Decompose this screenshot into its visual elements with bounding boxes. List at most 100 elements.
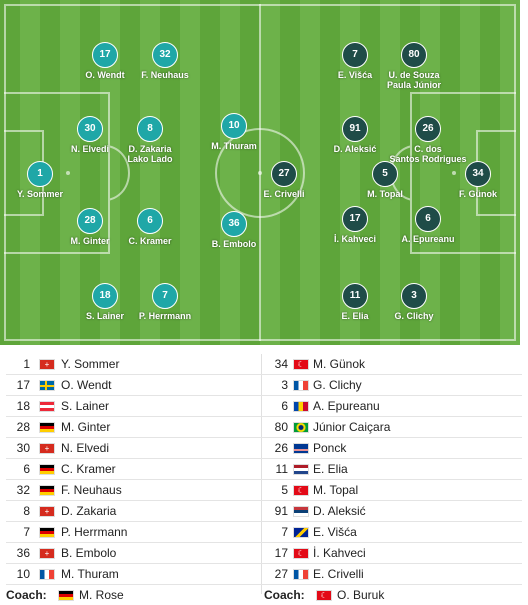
pitch-player[interactable]: 91 D. Aleksić (300, 116, 410, 154)
player-number: 91 (274, 504, 288, 518)
lineup-row[interactable]: 30+N. Elvedi (6, 438, 264, 459)
austria-flag-icon (39, 401, 55, 412)
player-name: D. Zakaria (61, 504, 117, 518)
pitch-player[interactable]: 80 U. de Souza Paula Júnior (359, 42, 469, 90)
sweden-flag-icon (39, 380, 55, 391)
pitch-player[interactable]: 34 F. Günok (423, 161, 520, 199)
player-number: 7 (281, 525, 288, 539)
pitch-player[interactable]: 6 C. Kramer (95, 208, 205, 246)
player-name: N. Elvedi (70, 144, 109, 154)
pitch-player[interactable]: 11 E. Elia (300, 283, 410, 321)
player-name: D. Aleksić (333, 144, 377, 154)
player-number-badge: 30 (77, 116, 103, 142)
player-name: C. dos Santos Rodrigues (389, 144, 467, 164)
serbia-flag-icon (293, 506, 309, 517)
turkey-flag-icon: ☾ (293, 485, 309, 496)
player-name: D. Aleksić (313, 504, 366, 518)
pitch-player[interactable]: 3 G. Clichy (359, 283, 469, 321)
player-number: 1 (23, 357, 30, 371)
player-name: E. Višća (313, 525, 357, 539)
pitch-player[interactable]: 17 İ. Kahveci (300, 206, 410, 244)
coach-name: M. Rose (79, 588, 124, 602)
pitch-player[interactable]: 28 M. Ginter (35, 208, 145, 246)
lineup-row[interactable]: 1+Y. Sommer (6, 354, 264, 375)
pitch-player[interactable]: 30 N. Elvedi (35, 116, 145, 154)
france-flag-icon (293, 380, 309, 391)
player-name: F. Neuhaus (141, 70, 189, 80)
player-number-badge: 7 (152, 283, 178, 309)
player-name: S. Lainer (61, 399, 110, 413)
lineup-row[interactable]: 17☾İ. Kahveci (264, 543, 522, 564)
player-number: 17 (274, 546, 288, 560)
netherlands-flag-icon (293, 464, 309, 475)
center-spot (258, 171, 262, 175)
pitch-player[interactable]: 18 S. Lainer (50, 283, 160, 321)
pitch-player[interactable]: 7 P. Herrmann (110, 283, 220, 321)
player-name: S. Lainer (85, 311, 124, 321)
player-name: M. Ginter (61, 420, 111, 434)
player-number-badge: 28 (77, 208, 103, 234)
switzerland-flag-icon: + (39, 443, 55, 454)
pitch-player[interactable]: 27 E. Crivelli (229, 161, 339, 199)
player-name: Ponck (313, 441, 347, 455)
player-number: 36 (16, 546, 30, 560)
pitch-player[interactable]: 10 M. Thuram (179, 113, 289, 151)
player-number: 27 (274, 567, 288, 581)
pitch-player[interactable]: 36 B. Embolo (179, 211, 289, 249)
germany-flag-icon (39, 527, 55, 538)
coach-name: O. Buruk (337, 588, 385, 602)
lineup-row[interactable]: 7 E. Višća (264, 522, 522, 543)
pitch-player[interactable]: 8 D. Zakaria Lako Lado (95, 116, 205, 164)
pitch-player[interactable]: 26 C. dos Santos Rodrigues (373, 116, 483, 164)
player-number: 6 (281, 399, 288, 413)
pitch-player[interactable]: 7 E. Višća (300, 42, 410, 80)
pitch-player[interactable]: 6 A. Epureanu (373, 206, 483, 244)
player-name: E. Elia (341, 311, 369, 321)
coach-row: Coach: M. Rose (6, 585, 264, 605)
player-name: P. Herrmann (61, 525, 128, 539)
pitch-player[interactable]: 1 Y. Sommer (0, 161, 95, 199)
player-name: E. Višća (337, 70, 373, 80)
lineup-row[interactable]: 91 D. Aleksić (264, 501, 522, 522)
player-number-badge: 91 (342, 116, 368, 142)
player-number-badge: 26 (415, 116, 441, 142)
pitch-player[interactable]: 5 M. Topal (330, 161, 440, 199)
football-pitch: 1 Y. Sommer 17 O. Wendt 32 F. Neuhaus 30… (0, 0, 520, 345)
lineup-row[interactable]: 8+D. Zakaria (6, 501, 264, 522)
lineup-row[interactable]: 5☾M. Topal (264, 480, 522, 501)
lineup-row[interactable]: 34☾M. Günok (264, 354, 522, 375)
player-number: 17 (16, 378, 30, 392)
player-name: Júnior Caiçara (313, 420, 391, 434)
player-number-badge: 36 (221, 211, 247, 237)
player-name: İ. Kahveci (333, 234, 377, 244)
player-number-badge: 10 (221, 113, 247, 139)
coach-label: Coach: (264, 588, 305, 602)
pitch-player[interactable]: 32 F. Neuhaus (110, 42, 220, 80)
player-number: 30 (16, 441, 30, 455)
player-number-badge: 17 (342, 206, 368, 232)
pitch-player[interactable]: 17 O. Wendt (50, 42, 160, 80)
player-number: 80 (274, 420, 288, 434)
switzerland-flag-icon: + (39, 548, 55, 559)
player-name: M. Topal (367, 189, 403, 199)
player-number-badge: 32 (152, 42, 178, 68)
coach-label: Coach: (6, 588, 47, 602)
player-number: 32 (16, 483, 30, 497)
lineup-row[interactable]: 36+B. Embolo (6, 543, 264, 564)
player-name: O. Wendt (85, 70, 125, 80)
player-number: 10 (16, 567, 30, 581)
lineup-row[interactable]: 80 Júnior Caiçara (264, 417, 522, 438)
